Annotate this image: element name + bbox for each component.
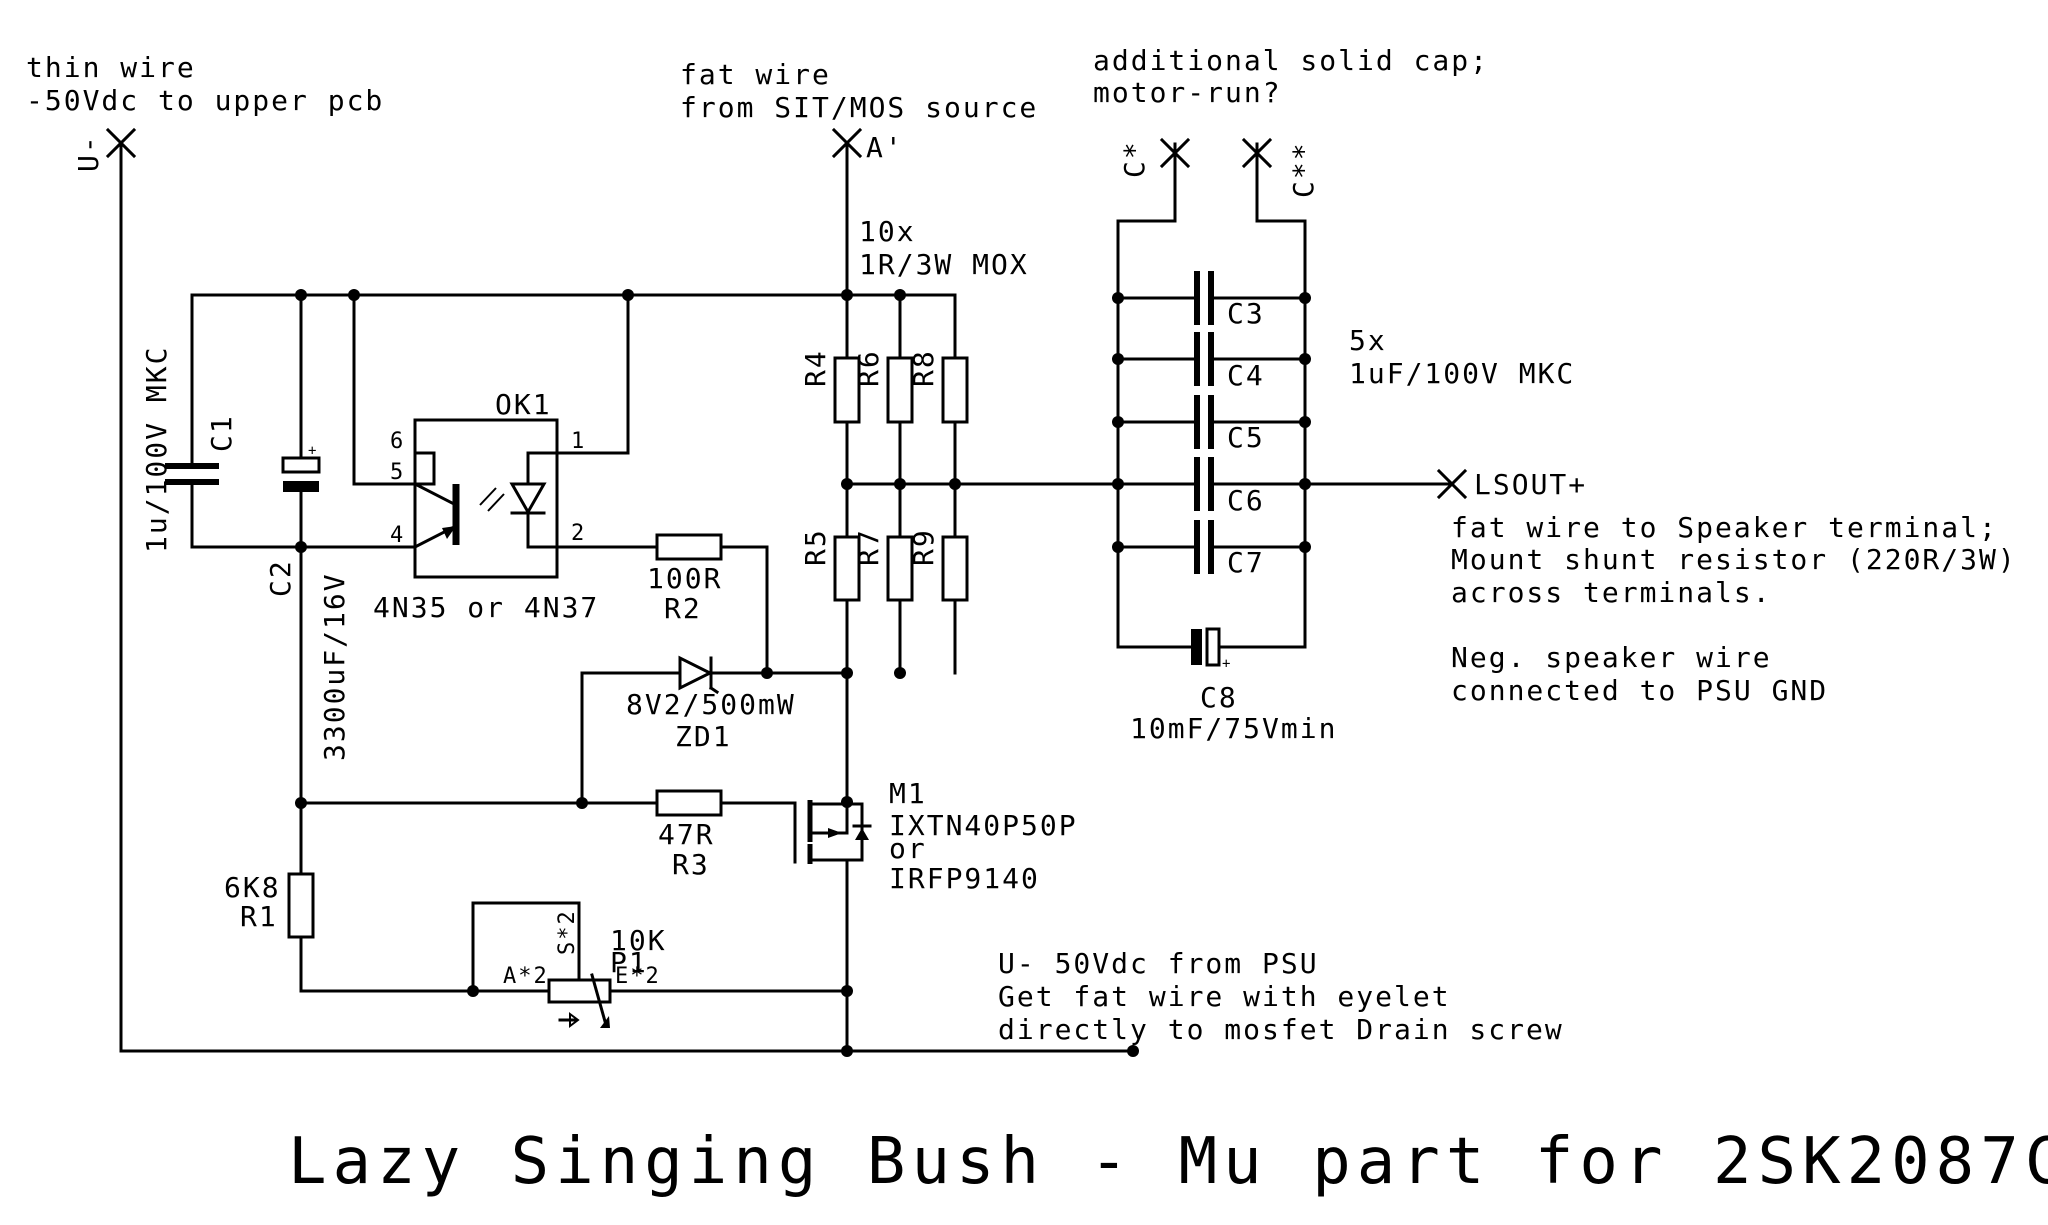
note-fat-wire-line1: fat wire bbox=[680, 58, 831, 91]
label-zd1-name: ZD1 bbox=[675, 720, 732, 753]
label-r2-value: 100R bbox=[647, 562, 722, 595]
label-r1-name: R1 bbox=[240, 900, 278, 933]
label-ok1-pin6: 6 bbox=[390, 429, 405, 454]
label-c-star: C* bbox=[1118, 140, 1151, 178]
label-ok1-pin5: 5 bbox=[390, 460, 405, 485]
label-r3-value: 47R bbox=[658, 818, 715, 851]
label-c8-name: C8 bbox=[1200, 681, 1238, 714]
label-ok1-name: OK1 bbox=[495, 388, 552, 421]
label-r2-name: R2 bbox=[664, 592, 702, 625]
junction-dots bbox=[295, 289, 1311, 1057]
label-r3-name: R3 bbox=[672, 848, 710, 881]
resistor-r1 bbox=[287, 872, 315, 939]
label-p1-pin-s: S*2 bbox=[555, 909, 580, 955]
label-c1-name: C1 bbox=[205, 414, 238, 452]
label-r8: R8 bbox=[907, 349, 940, 387]
label-r1-value: 6K8 bbox=[224, 871, 281, 904]
capacitor-c8: + bbox=[1191, 627, 1232, 672]
capacitor-bank bbox=[1194, 271, 1214, 574]
label-lsout: LSOUT+ bbox=[1474, 468, 1587, 501]
label-a-prime: A' bbox=[866, 131, 904, 164]
label-m1-or: or bbox=[889, 832, 927, 865]
resistor-bank bbox=[833, 356, 969, 602]
terminal-u-minus bbox=[105, 127, 137, 159]
mosfet-m1 bbox=[793, 800, 872, 864]
note-psu-line3: directly to mosfet Drain screw bbox=[998, 1013, 1564, 1046]
capacitor-c1 bbox=[165, 463, 219, 485]
label-c-double-star: C** bbox=[1287, 141, 1320, 198]
zener-diode-zd1 bbox=[678, 655, 720, 695]
note-fat-wire-line2: from SIT/MOS source bbox=[680, 91, 1038, 124]
wires bbox=[119, 142, 1454, 1053]
label-r4: R4 bbox=[799, 349, 832, 387]
label-c8-value: 10mF/75Vmin bbox=[1130, 712, 1337, 745]
label-r6: R6 bbox=[852, 349, 885, 387]
note-additional-cap-line1: additional solid cap; bbox=[1093, 44, 1489, 77]
svg-text:+: + bbox=[1222, 656, 1232, 672]
note-cap-count: 5x bbox=[1349, 324, 1387, 357]
label-zd1-value: 8V2/500mW bbox=[626, 688, 796, 721]
note-resistor-count: 10x bbox=[859, 215, 916, 248]
label-p1-value: 10K bbox=[610, 924, 667, 957]
label-c2-name: C2 bbox=[264, 559, 297, 597]
page-title: Lazy Singing Bush - Mu part for 2SK2087C bbox=[288, 1125, 2048, 1199]
note-speaker-line1: fat wire to Speaker terminal; bbox=[1451, 511, 1998, 544]
note-speaker-line5: connected to PSU GND bbox=[1451, 674, 1828, 707]
note-speaker-line2: Mount shunt resistor (220R/3W) bbox=[1451, 543, 2017, 576]
label-r5: R5 bbox=[799, 528, 832, 566]
label-c7: C7 bbox=[1227, 546, 1265, 579]
label-c1-value: 1u/100V MKC bbox=[140, 346, 173, 553]
label-m1-value2: IRFP9140 bbox=[889, 862, 1040, 895]
note-cap-type: 1uF/100V MKC bbox=[1349, 357, 1575, 390]
label-p1-pin-e: E*2 bbox=[615, 964, 661, 989]
label-c3: C3 bbox=[1227, 297, 1265, 330]
label-ok1-value: 4N35 or 4N37 bbox=[373, 591, 599, 624]
resistor-r3 bbox=[655, 789, 723, 817]
note-resistor-type: 1R/3W MOX bbox=[859, 248, 1029, 281]
note-psu-line1: U- 50Vdc from PSU bbox=[998, 947, 1319, 980]
svg-text:+: + bbox=[308, 443, 318, 459]
optocoupler-ok1 bbox=[352, 418, 559, 579]
note-thin-wire-line2: -50Vdc to upper pcb bbox=[26, 84, 384, 117]
capacitor-c2: + bbox=[281, 443, 321, 492]
note-speaker-line4: Neg. speaker wire bbox=[1451, 641, 1772, 674]
potentiometer-p1 bbox=[547, 973, 612, 1028]
terminal-a-prime bbox=[831, 127, 863, 159]
label-m1-value1: IXTN40P50P bbox=[889, 809, 1078, 842]
label-c2-value: 3300uF/16V bbox=[318, 572, 351, 761]
note-speaker-line3: across terminals. bbox=[1451, 576, 1772, 609]
note-additional-cap-line2: motor-run? bbox=[1093, 76, 1282, 109]
note-psu-line2: Get fat wire with eyelet bbox=[998, 980, 1451, 1013]
label-p1-pin-a: A*2 bbox=[503, 964, 549, 989]
label-r7: R7 bbox=[852, 528, 885, 566]
label-r9: R9 bbox=[907, 528, 940, 566]
terminal-lsout bbox=[1436, 468, 1468, 500]
label-c5: C5 bbox=[1227, 421, 1265, 454]
label-c4: C4 bbox=[1227, 359, 1265, 392]
label-ok1-pin1: 1 bbox=[571, 429, 586, 454]
annotations: thin wire -50Vdc to upper pcb fat wire f… bbox=[26, 44, 2048, 1199]
label-m1-name: M1 bbox=[889, 777, 927, 810]
resistor-r2 bbox=[655, 533, 723, 561]
terminal-c-star bbox=[1159, 137, 1191, 169]
terminal-c-double-star bbox=[1241, 137, 1273, 169]
label-p1-name: P1 bbox=[610, 946, 648, 979]
label-ok1-pin4: 4 bbox=[390, 523, 405, 548]
note-thin-wire-line1: thin wire bbox=[26, 51, 196, 84]
label-ok1-pin2: 2 bbox=[571, 521, 586, 546]
label-c6: C6 bbox=[1227, 484, 1265, 517]
label-u-minus: U- bbox=[72, 134, 105, 172]
